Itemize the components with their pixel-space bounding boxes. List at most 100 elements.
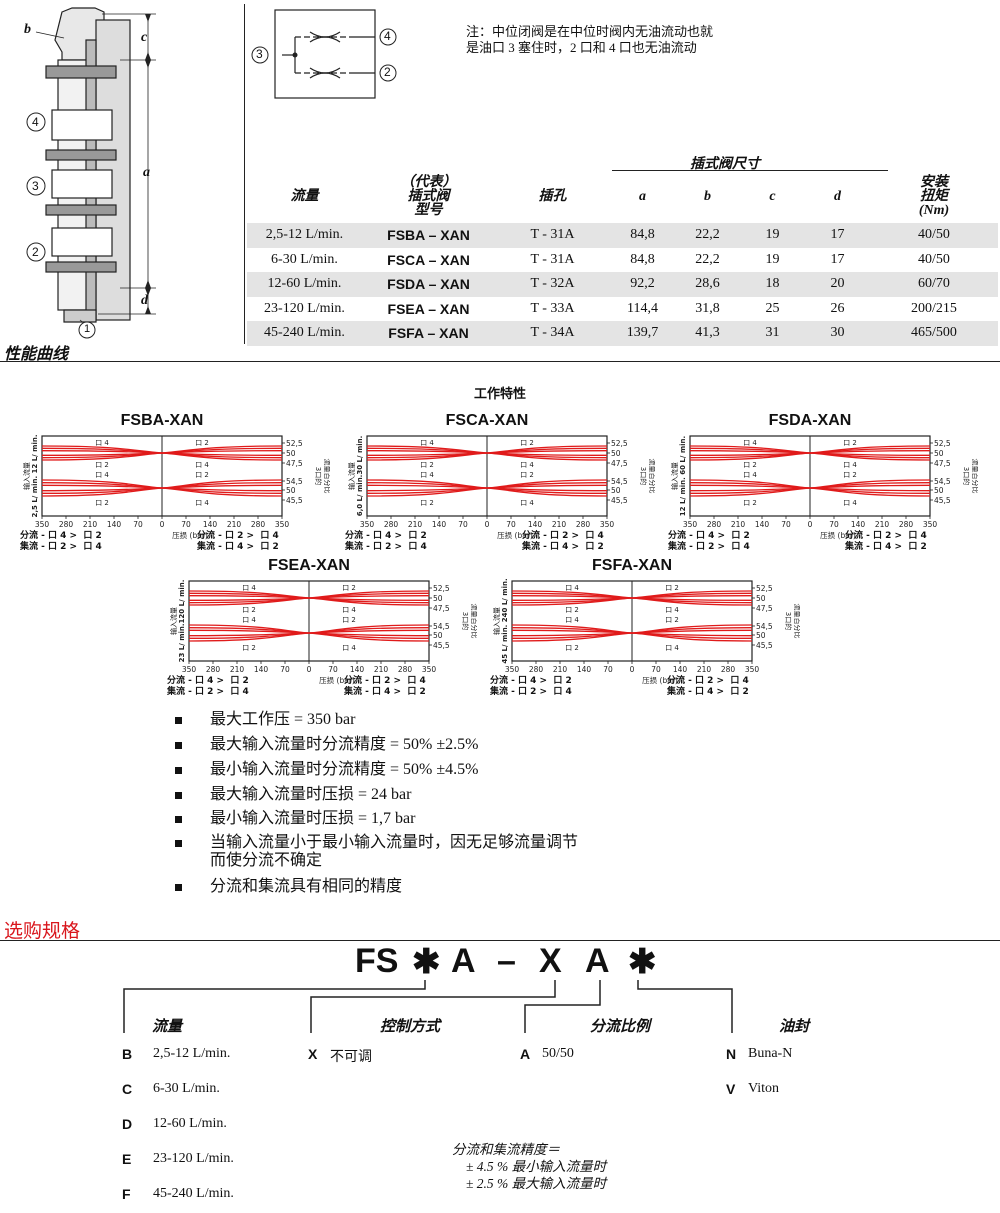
th-a: a — [639, 188, 646, 204]
spec-group-underline — [612, 170, 888, 171]
bullet-icon — [175, 884, 182, 891]
flow-option-label: 23-120 L/min. — [153, 1151, 234, 1166]
bullet-icon — [175, 816, 182, 823]
port-label: 口 4 — [743, 471, 757, 479]
note-line: 注：中位闭阀是在中位时阀内无油流动也就 — [466, 24, 714, 39]
ratio-option-code: A — [520, 1046, 531, 1062]
x-tick-label: 350 — [923, 520, 938, 529]
x-tick-label: 70 — [781, 520, 791, 529]
port-label: 口 2 — [342, 584, 356, 592]
flow-option-code: C — [122, 1081, 133, 1097]
x-tick-label: 0 — [630, 665, 635, 674]
flow-option-label: 6-30 L/min. — [153, 1081, 220, 1096]
x-tick-label: 210 — [230, 665, 245, 674]
th-torque-line: 安装 — [920, 174, 948, 190]
y-tick-label: 52,5 — [433, 584, 450, 593]
chart-title: FSEA-XAN — [268, 557, 350, 574]
port-label: 口 2 — [665, 616, 679, 624]
x-tick-label: 0 — [307, 665, 312, 674]
y-tick-label: 47,5 — [433, 604, 450, 613]
divider-performance — [0, 361, 1000, 362]
x-tick-label: 350 — [275, 520, 290, 529]
x-tick-label: 350 — [422, 665, 437, 674]
cell-model: FSEA – XAN — [387, 300, 470, 317]
chart-title: FSCA-XAN — [445, 412, 529, 429]
cell-d: 17 — [830, 251, 845, 267]
port-label: 口 2 — [95, 499, 109, 507]
cell-a: 84,8 — [610, 223, 675, 248]
y-tick-label: 45,5 — [433, 641, 450, 650]
order-code: FS ✱ A – X A ✱ — [355, 942, 675, 986]
cell-flow: 45-240 L/min. — [247, 321, 362, 346]
x-tick-label: 350 — [360, 520, 375, 529]
cell-a: 92,2 — [610, 272, 675, 297]
x-tick-label: 140 — [350, 665, 365, 674]
valve-symbol — [251, 9, 397, 99]
cell-b: 41,3 — [675, 321, 740, 346]
seal-option-code: N — [726, 1046, 737, 1062]
cartridge-drawing — [26, 7, 156, 339]
x-axis-label: 压损 (bar) — [319, 675, 355, 685]
th-d: d — [834, 188, 841, 204]
seal-option-label: Buna-N — [748, 1046, 793, 1061]
control-option-code: X — [308, 1046, 318, 1062]
x-tick-label: 70 — [328, 665, 338, 674]
x-tick-label: 350 — [35, 520, 50, 529]
th-c: c — [769, 188, 776, 204]
flow-option-label: 2,5-12 L/min. — [153, 1046, 231, 1061]
th-torque-line: 扭矩 — [920, 188, 948, 204]
port-label: 口 2 — [565, 644, 579, 652]
dim-label-b: b — [24, 22, 31, 37]
port-label: 口 2 — [242, 644, 256, 652]
accuracy-line: ± 4.5 % 最小输入流量时 — [466, 1159, 607, 1174]
port-label: 口 4 — [95, 439, 109, 447]
x-tick-label: 280 — [576, 520, 591, 529]
cell-b: 22,2 — [695, 251, 720, 267]
accuracy-note: 分流和集流精度＝ ± 4.5 % 最小输入流量时 ± 2.5 % 最大输入流量时 — [452, 1141, 606, 1192]
chart-title: FSBA-XAN — [120, 412, 204, 429]
spec-group-header: 插式阀尺寸 — [690, 157, 760, 172]
bullet-icon — [175, 840, 182, 847]
divider-vertical — [244, 4, 245, 344]
y-tick-label: 47,5 — [934, 459, 951, 468]
cell-d: 30 — [805, 321, 870, 346]
legend-entry: 分流 - 口 4 > 口 2 — [668, 531, 750, 541]
port-label: 口 2 — [520, 471, 534, 479]
th-model-line: 型号 — [414, 202, 443, 218]
x-tick-label: 280 — [721, 665, 736, 674]
code-a: A — [451, 942, 476, 980]
y-tick-label: 50 — [433, 594, 443, 603]
flow-option-code: B — [122, 1046, 133, 1062]
legend-entry: 分流 - 口 4 > 口 2 — [345, 531, 427, 541]
feature-text: 最大输入流量时分流精度 = 50% ±2.5% — [210, 736, 479, 753]
bullet-icon — [175, 767, 182, 774]
right-axis-label: 3口的 — [784, 612, 793, 630]
right-axis-label: 流量百分比 — [793, 604, 800, 639]
x-tick-label: 70 — [181, 520, 191, 529]
legend-entry: 集流 - 口 2 > 口 4 — [490, 687, 572, 697]
port-label: 口 4 — [520, 461, 534, 469]
cell-c: 25 — [765, 300, 780, 316]
cell-torque: 465/500 — [870, 321, 998, 346]
y-tick-label: 50 — [286, 486, 296, 495]
port-label: 口 2 — [242, 606, 256, 614]
code-prefix: FS — [355, 942, 399, 980]
x-tick-label: 280 — [707, 520, 722, 529]
port-label: 口 4 — [843, 461, 857, 469]
right-axis-label: 流量百分比 — [648, 459, 655, 494]
flow-curve — [188, 632, 430, 642]
x-tick-label: 210 — [875, 520, 890, 529]
divider-ordering — [0, 940, 1000, 941]
x-tick-label: 350 — [182, 665, 197, 674]
y-tick-label: 52,5 — [934, 439, 951, 448]
flow-curve — [689, 487, 931, 497]
symbol-port-2: 2 — [384, 65, 391, 79]
y-tick-label: 45,5 — [611, 496, 628, 505]
flow-curve — [41, 452, 283, 461]
order-connectors — [123, 980, 733, 1033]
